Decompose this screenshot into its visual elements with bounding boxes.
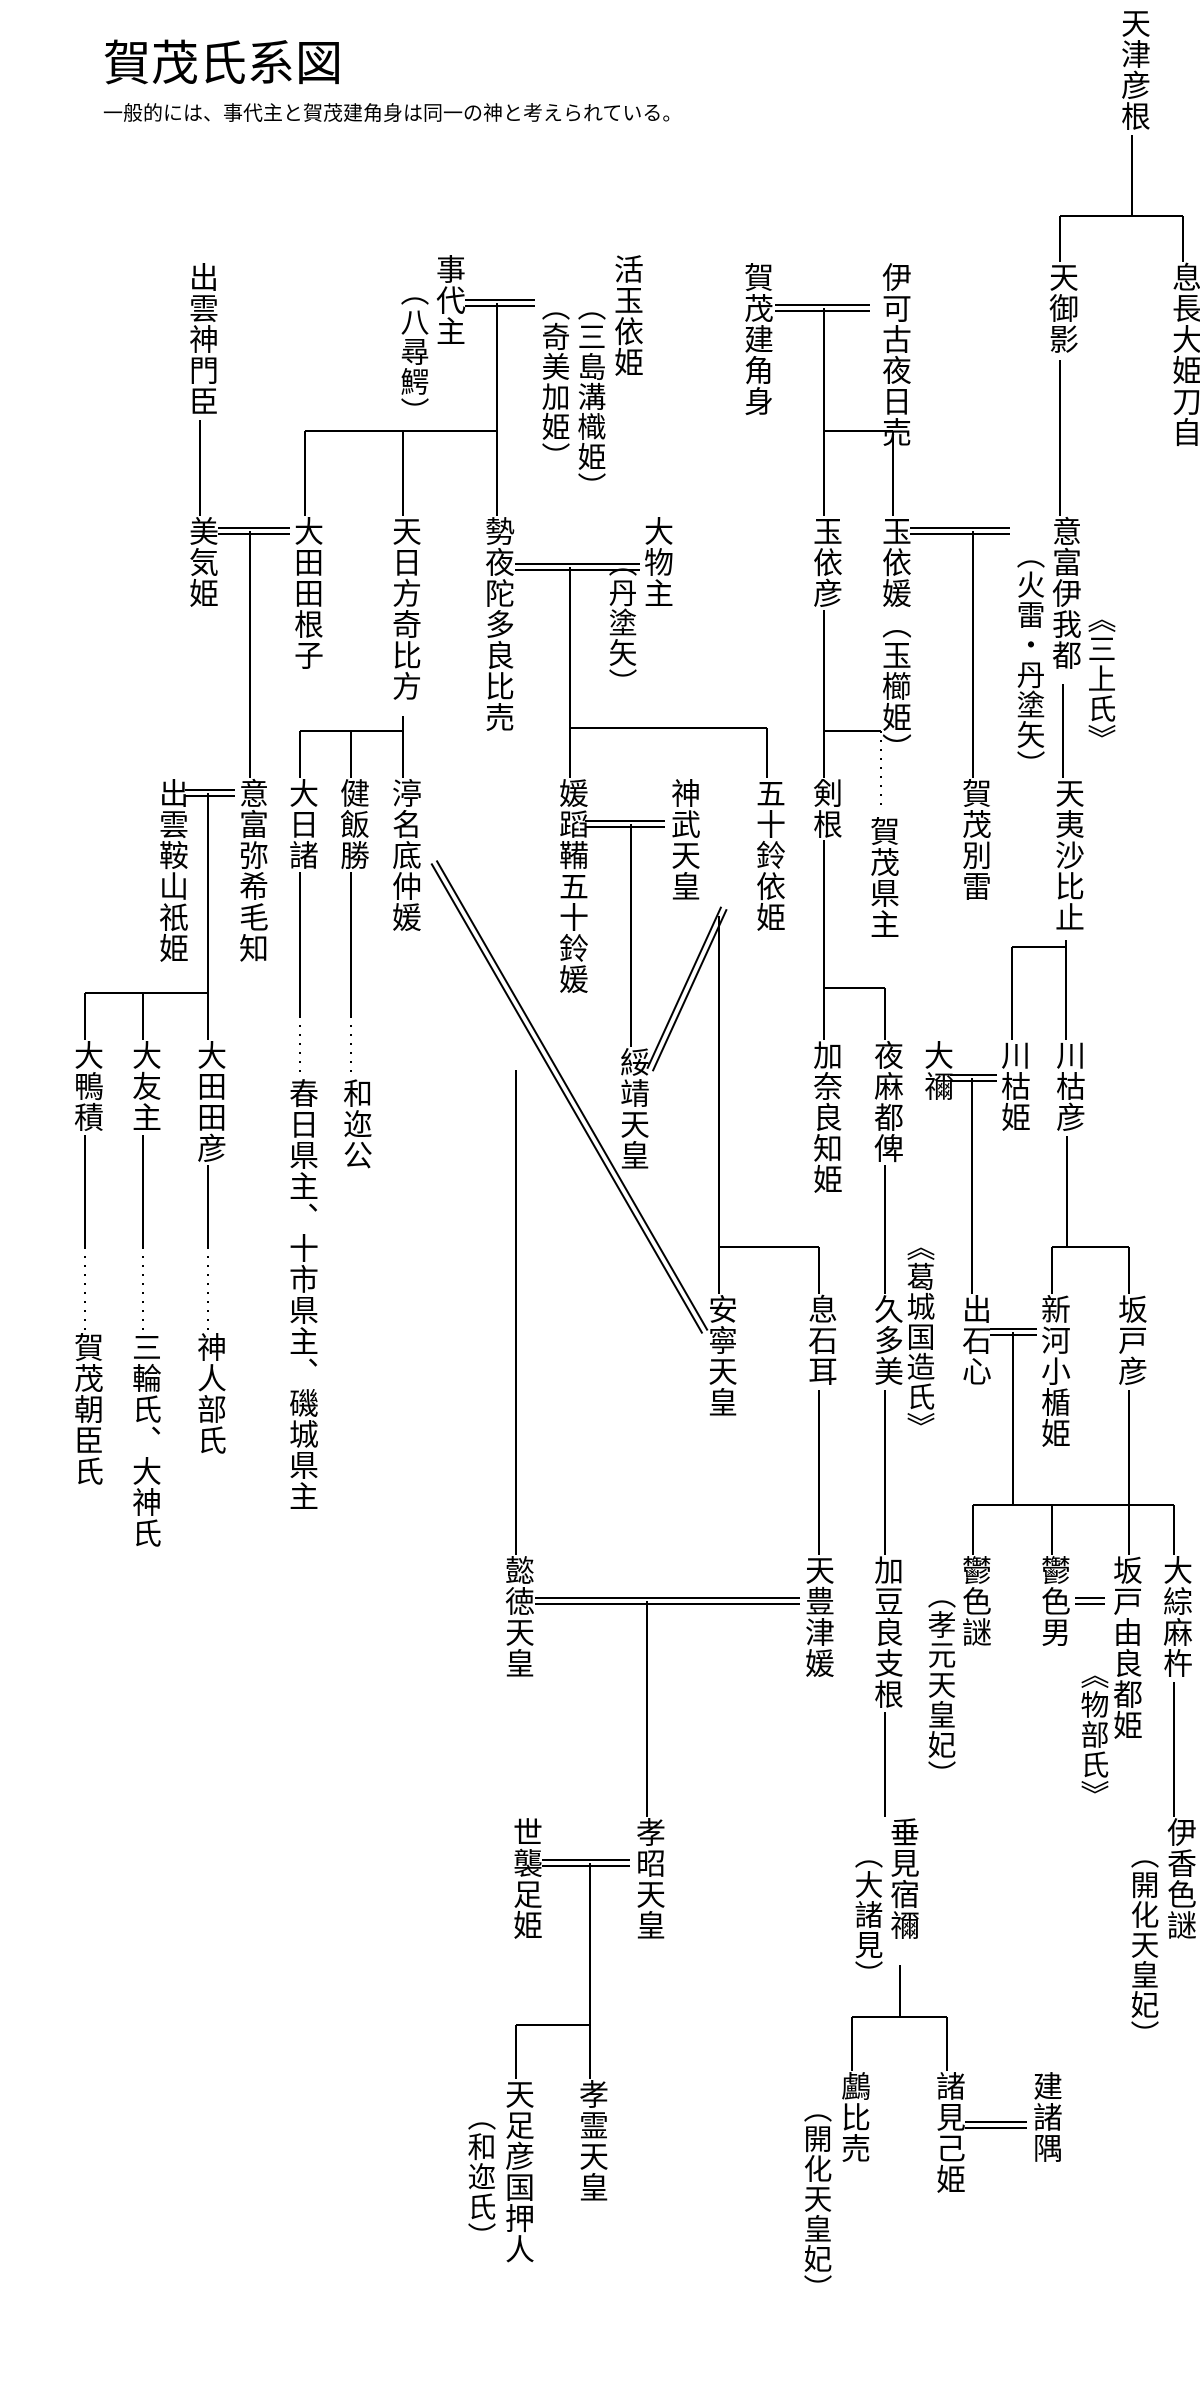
person-name: 息石耳 (802, 1294, 837, 1387)
person-name: 安寧天皇 (702, 1294, 737, 1418)
person-note: （和迩氏） (463, 2102, 497, 2252)
person-note: （火雷・丹塗矢） (1012, 540, 1046, 780)
person-name: 伊可古夜日売 (876, 262, 911, 448)
person-name: 川枯彦 (1050, 1040, 1085, 1133)
person-name: 大物主 (638, 516, 673, 609)
person-note: （丹塗矢） (604, 548, 638, 698)
person-name: 垂見宿禰 (884, 1817, 919, 1941)
person-note: （奇美加姫） (537, 292, 571, 472)
person-note: （八尋鰐） (396, 277, 430, 427)
marriage-line (430, 862, 704, 1334)
person-name: 新河小楯姫 (1035, 1294, 1070, 1449)
page-subtitle: 一般的には、事代主と賀茂建角身は同一の神と考えられている。 (103, 101, 683, 125)
person-note: 《三上氏》 (1083, 604, 1117, 754)
person-name: 事代主 (430, 254, 465, 347)
person-name: 息長大姫刀自 (1166, 262, 1200, 448)
person-name: 意富伊我都 (1046, 516, 1081, 671)
person-name: 大禰 (918, 1040, 953, 1102)
person-name: 出石心 (956, 1294, 991, 1387)
person-note: （孝元天皇妃） (923, 1580, 957, 1790)
person-name: 川枯姫 (995, 1040, 1030, 1133)
person-name: 美気姫 (183, 516, 218, 609)
person-name: 玉依彦 (807, 516, 842, 609)
person-name: 建諸隅 (1027, 2071, 1062, 2164)
person-name: 天津彦根 (1115, 8, 1150, 132)
person-name: 天足彦国押人 (499, 2079, 534, 2265)
person-name: 神人部氏 (191, 1332, 226, 1456)
person-name: 神武天皇 (665, 778, 700, 902)
person-name: 剣根 (807, 778, 842, 840)
person-note: （三島溝樴姫） (573, 292, 607, 502)
person-note: 《葛城国造氏》 (902, 1232, 936, 1442)
person-name: 媛蹈鞴五十鈴媛 (553, 778, 588, 995)
person-name: 天日方奇比方 (386, 516, 421, 702)
person-name: 大田田彦 (191, 1040, 226, 1164)
person-name: 世襲足姫 (507, 1817, 542, 1941)
person-name: 賀茂県主 (864, 816, 899, 940)
person-name: 伊香色謎 (1161, 1817, 1196, 1941)
marriage-line (646, 906, 723, 1070)
person-name: 玉依媛（玉櫛姫） (876, 516, 911, 764)
person-name: 大鴨積 (68, 1040, 103, 1133)
person-name: 賀茂別雷 (956, 778, 991, 902)
person-name: 孝昭天皇 (630, 1817, 665, 1941)
person-name: 五十鈴依姫 (750, 778, 785, 933)
person-name: 天御影 (1043, 262, 1078, 355)
person-name: 出雲神門臣 (183, 262, 218, 417)
marriage-line (435, 860, 709, 1332)
person-name: 諸見己姫 (930, 2071, 965, 2195)
person-name: 意富弥希毛知 (233, 778, 268, 964)
person-name: 大綜麻杵 (1157, 1555, 1192, 1679)
person-name: 加豆良支根 (868, 1555, 903, 1710)
person-name: 活玉依姫 (608, 254, 643, 378)
person-name: 綏靖天皇 (614, 1047, 649, 1171)
person-name: 健飯勝 (334, 778, 369, 871)
person-name: 大田田根子 (288, 516, 323, 671)
person-note: （開化天皇妃） (1126, 1840, 1160, 2050)
person-name: 坂戸由良都姫 (1107, 1555, 1142, 1741)
person-name: 賀茂建角身 (738, 262, 773, 417)
person-name: 孝霊天皇 (573, 2079, 608, 2203)
person-note: 《物部氏》 (1076, 1660, 1110, 1810)
person-name: 天豊津媛 (799, 1555, 834, 1679)
person-name: 加奈良知姫 (807, 1040, 842, 1195)
person-name: 三輪氏、大神氏 (126, 1332, 161, 1549)
person-name: 懿徳天皇 (499, 1555, 534, 1679)
person-name: 久多美 (868, 1294, 903, 1387)
person-name: 賀茂朝臣氏 (68, 1332, 103, 1487)
page-title: 賀茂氏系図 (103, 36, 344, 92)
person-name: 鬱色謎 (956, 1555, 991, 1648)
person-name: 鸕比売 (835, 2071, 870, 2164)
person-name: 夜麻都俾 (868, 1040, 903, 1164)
person-name: 出雲鞍山祇姫 (153, 778, 188, 964)
person-name: 天夷沙比止 (1049, 778, 1084, 933)
person-name: 大日諸 (283, 778, 318, 871)
person-name: 坂戸彦 (1112, 1294, 1147, 1387)
person-name: 大友主 (126, 1040, 161, 1133)
person-name: 春日県主、十市県主、磯城県主 (283, 1078, 318, 1512)
person-name: 渟名底仲媛 (386, 778, 421, 933)
person-note: （開化天皇妃） (799, 2094, 833, 2304)
marriage-line (651, 908, 728, 1072)
person-name: 勢夜陀多良比売 (479, 516, 514, 733)
person-note: （大諸見） (850, 1840, 884, 1990)
person-name: 鬱色男 (1035, 1555, 1070, 1648)
person-name: 和迩公 (337, 1078, 372, 1171)
